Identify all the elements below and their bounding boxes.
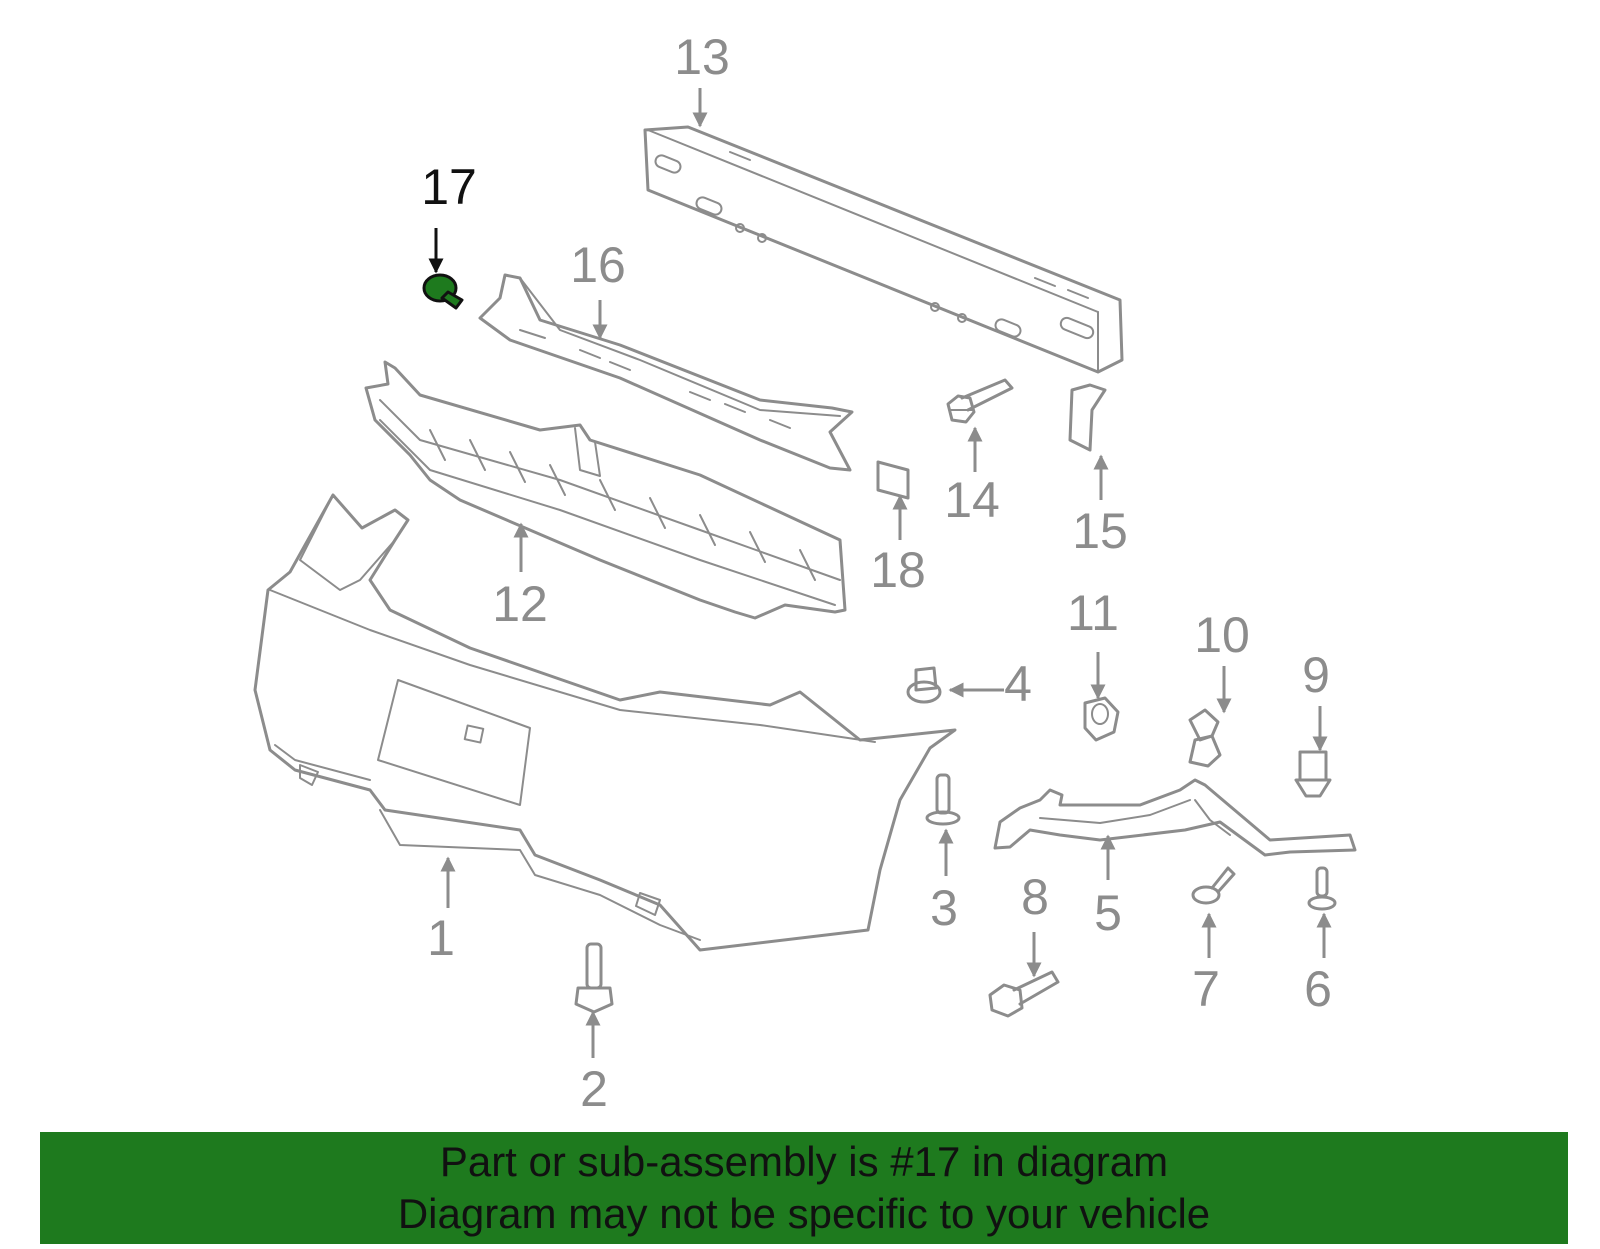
part-2-bolt[interactable] [574,942,614,1014]
callout-2: 2 [580,1061,608,1117]
banner-line-1: Part or sub-assembly is #17 in diagram [439,1138,1169,1185]
callout-11: 11 [1067,585,1119,641]
callout-13: 13 [674,29,730,85]
part-13-reinforcement-beam[interactable] [643,125,1124,374]
callout-9: 9 [1302,647,1330,703]
part-5-bracket[interactable] [993,778,1357,857]
part-9-push-clip[interactable] [1294,750,1332,798]
part-15-pad[interactable] [1068,383,1107,452]
leader-arrows [428,88,1332,1058]
banner-line-2: Diagram may not be specific to your vehi… [397,1190,1211,1237]
part-10-pin[interactable] [1188,708,1222,768]
callout-8: 8 [1021,869,1049,925]
part-8-bolt[interactable] [988,970,1060,1018]
callout-1: 1 [427,910,455,966]
callout-17: 17 [421,159,477,215]
part-7-screw[interactable] [1191,866,1236,905]
part-18-clip[interactable] [876,460,910,500]
callout-labels: 13 16 17 14 15 18 12 4 11 10 9 3 5 1 8 7… [421,29,1332,1117]
part-1-bumper-cover[interactable] [253,493,957,952]
callout-4: 4 [1004,656,1032,712]
callout-5: 5 [1094,885,1122,941]
callout-15: 15 [1072,503,1128,559]
part-3-stud[interactable] [925,773,961,826]
callout-12: 12 [492,576,548,632]
part-16-upper-absorber[interactable] [478,273,854,472]
callout-3: 3 [930,880,958,936]
part-6-screw[interactable] [1307,866,1337,911]
part-12-energy-absorber[interactable] [364,360,847,620]
part-11-nut[interactable] [1083,696,1120,742]
callout-6: 6 [1304,961,1332,1017]
part-14-bolt[interactable] [946,378,1014,424]
callout-16: 16 [570,237,626,293]
callout-14: 14 [944,472,1000,528]
part-17-bolt-highlighted[interactable] [422,273,464,310]
callout-7: 7 [1192,961,1220,1017]
callout-10: 10 [1194,607,1250,663]
part-4-nut-clip[interactable] [906,666,942,704]
callout-18: 18 [870,542,926,598]
info-banner: Part or sub-assembly is #17 in diagram D… [40,1132,1568,1244]
